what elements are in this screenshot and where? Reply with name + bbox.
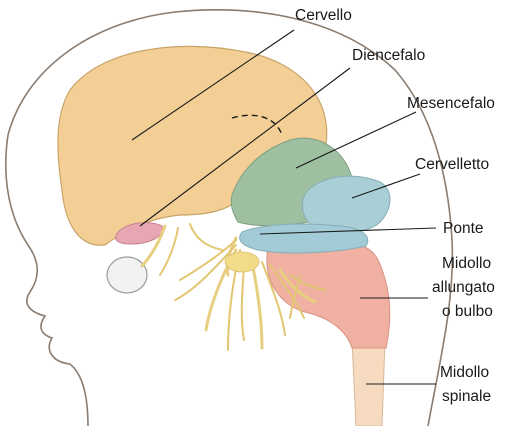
label-midollo-spinale-line1: Midollo <box>440 364 489 381</box>
label-diencefalo: Diencefalo <box>352 47 425 64</box>
label-midollo-allungato-line1: Midollo <box>442 255 491 272</box>
label-cervello: Cervello <box>295 7 352 24</box>
label-midollo-allungato-line3: o bulbo <box>442 303 493 320</box>
label-mesencefalo: Mesencefalo <box>407 95 495 112</box>
spinal-cord-shape <box>352 340 385 426</box>
pons-shape <box>240 224 368 253</box>
eye-icon <box>107 257 147 293</box>
label-ponte: Ponte <box>443 220 484 237</box>
label-midollo-spinale-line2: spinale <box>442 388 491 405</box>
label-cervelletto: Cervelletto <box>415 156 489 173</box>
label-midollo-allungato-line2: allungato <box>432 279 495 296</box>
ganglion-shape <box>225 252 259 272</box>
